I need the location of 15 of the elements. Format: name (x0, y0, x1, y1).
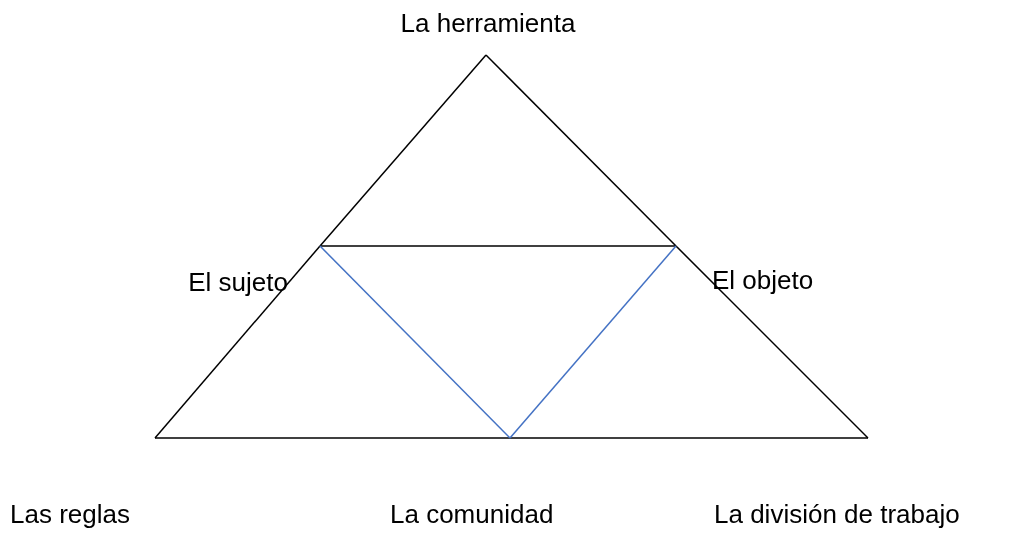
vertex-label: Las reglas (10, 499, 130, 530)
triangle-side (509, 245, 677, 439)
vertex-label: El sujeto (188, 267, 288, 298)
triangle-side (509, 437, 869, 439)
triangle-side (154, 245, 321, 439)
vertex-label: El objeto (712, 265, 814, 296)
triangle-side (154, 437, 511, 439)
triangle-side (319, 245, 511, 439)
triangle-side (485, 54, 677, 247)
vertex-label: La comunidad (390, 499, 554, 530)
triangle-side (675, 245, 869, 439)
triangle-side (319, 54, 487, 247)
vertex-label: La herramienta (400, 8, 576, 39)
vertex-label: La división de trabajo (714, 499, 960, 530)
triangle-side (319, 245, 677, 247)
